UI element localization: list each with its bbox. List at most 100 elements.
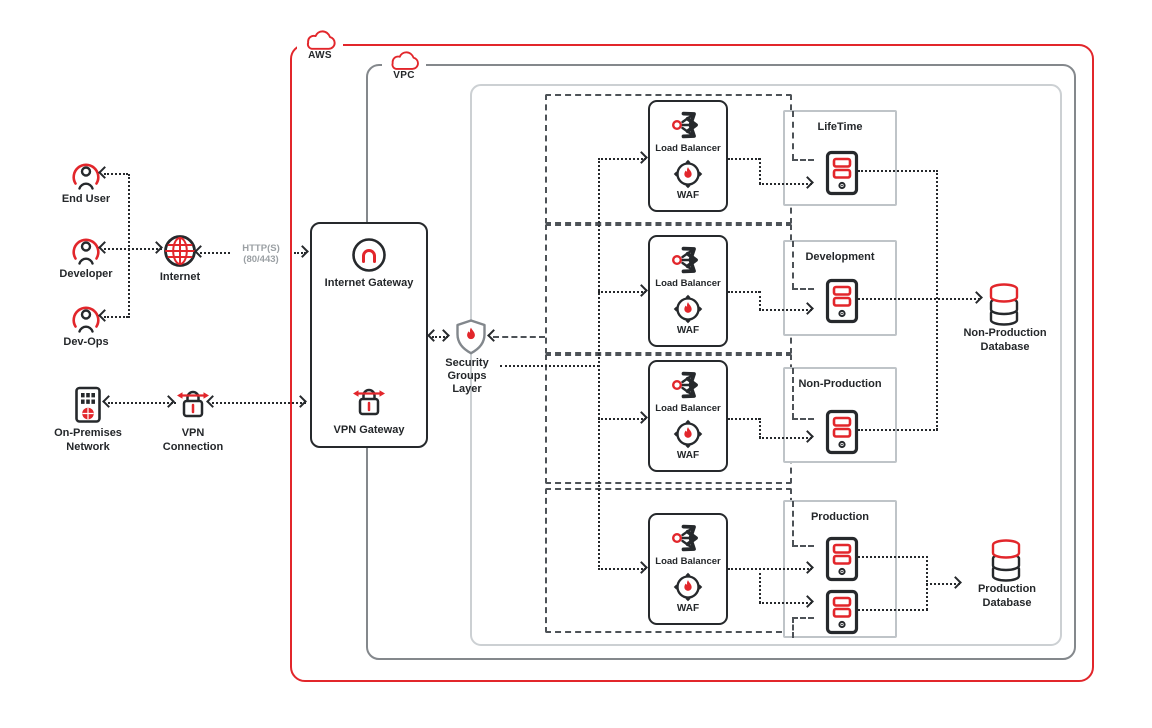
- on-premises-icon: [75, 386, 101, 423]
- connector-line: [858, 170, 938, 172]
- load-balancer-waf-box-1: Load Balancer WAF: [648, 100, 728, 212]
- connector-line: [598, 418, 646, 420]
- connector-line: [858, 429, 938, 431]
- connector-line: [598, 568, 646, 570]
- load-balancer-icon: [672, 371, 698, 399]
- connector-line: [104, 316, 128, 318]
- developer-icon: [72, 238, 100, 265]
- tier-edge-connector: [792, 368, 794, 419]
- internet-gateway-label: Internet Gateway: [324, 277, 414, 289]
- load-balancer-waf-box-3: Load Balancer WAF: [648, 360, 728, 472]
- connector-line: [728, 568, 812, 570]
- production-database-icon: [991, 539, 1021, 582]
- connector-line: [728, 418, 760, 420]
- subnet-boundary: [470, 84, 1062, 646]
- env-title: LifeTime: [817, 121, 863, 133]
- aws-cloud-boundary: [290, 44, 1094, 682]
- connector-line: [858, 609, 928, 611]
- production-database-label: Production Database: [955, 582, 1059, 610]
- vpn-connection-icon: [177, 390, 209, 418]
- connector-line: [294, 252, 306, 254]
- aws-label: AWS: [297, 30, 343, 61]
- load-balancer-label: Load Balancer: [655, 556, 721, 567]
- waf-icon: [673, 159, 703, 189]
- server-icon: [825, 150, 859, 196]
- vpn-connection-label-line2: Connection: [162, 441, 224, 453]
- server-icon: [825, 409, 859, 455]
- cloud-icon: [391, 51, 419, 70]
- connector-line: [728, 291, 760, 293]
- tier-edge-connector: [792, 418, 814, 420]
- internet-label: Internet: [159, 271, 201, 283]
- connector-line: [104, 173, 128, 175]
- tier-edge-connector: [792, 111, 794, 160]
- db-label-line1: Production: [977, 583, 1037, 595]
- env-title: Production: [810, 511, 870, 523]
- connector-line: [128, 174, 130, 318]
- on-premises-label-line1: On-Premises: [54, 427, 122, 439]
- connector-line: [432, 336, 448, 338]
- end-user-label: End User: [61, 193, 111, 205]
- load-balancer-waf-box-2: Load Balancer WAF: [648, 235, 728, 347]
- connector-line: [936, 170, 938, 430]
- dev-ops-label: Dev-Ops: [63, 336, 109, 348]
- connector-arrowhead: [162, 395, 175, 408]
- waf-label: WAF: [676, 190, 700, 201]
- connector-arrowhead: [102, 395, 115, 408]
- load-balancer-icon: [672, 524, 698, 552]
- connector-line: [759, 291, 761, 310]
- connector-line: [759, 309, 812, 311]
- waf-icon: [673, 294, 703, 324]
- waf-icon: [673, 419, 703, 449]
- connector-line: [759, 568, 761, 603]
- connector-line: [200, 252, 230, 254]
- dev-ops-icon: [72, 306, 100, 333]
- env-box-lifetime: LifeTime: [783, 110, 897, 206]
- tier-edge-connector: [792, 501, 794, 546]
- cloud-icon: [306, 30, 336, 50]
- env-box-non-production: Non-Production: [783, 367, 897, 463]
- load-balancer-waf-box-4: Load Balancer WAF: [648, 513, 728, 625]
- env-title: Non-Production: [798, 378, 882, 390]
- vpn-gateway-label: VPN Gateway: [333, 424, 405, 436]
- on-premises-label-line2: Network: [66, 441, 110, 453]
- connector-line: [926, 583, 960, 585]
- waf-label: WAF: [676, 603, 700, 614]
- connector-line: [759, 183, 812, 185]
- connector-line: [212, 402, 306, 404]
- on-premises-label: On-Premises Network: [38, 426, 138, 454]
- connector-line: [598, 291, 646, 293]
- http-annotation-line1: HTTP(S): [242, 243, 280, 254]
- connector-line: [759, 437, 812, 439]
- vpc-label: VPC: [382, 51, 426, 81]
- vpc-label-text: VPC: [393, 70, 415, 81]
- tier-edge-connector: [792, 241, 794, 289]
- security-groups-layer-label: Security Groups Layer: [429, 357, 505, 396]
- security-groups-label-line3: Layer: [452, 383, 482, 395]
- vpn-connection-label: VPN Connection: [143, 426, 243, 454]
- server-icon: [825, 589, 859, 635]
- connector-line: [598, 158, 600, 570]
- internet-gateway-icon: [352, 238, 386, 272]
- tier-edge-connector: [792, 617, 814, 619]
- http-annotation-line2: (80/443): [243, 254, 279, 265]
- connector-line: [500, 365, 599, 367]
- connector-line: [598, 158, 646, 160]
- connector-arrowhead: [150, 241, 163, 254]
- tier-edge-connector: [792, 159, 814, 161]
- connector-line: [493, 336, 545, 338]
- connector-line: [759, 418, 761, 438]
- connector-line: [108, 402, 176, 404]
- tier-edge-connector: [792, 617, 794, 638]
- env-title: Development: [805, 251, 875, 263]
- waf-label: WAF: [676, 325, 700, 336]
- gateway-box: Internet Gateway VPN Gateway: [310, 222, 428, 448]
- vpn-gateway-icon: [353, 388, 385, 416]
- server-icon: [825, 536, 859, 582]
- connector-line: [759, 602, 812, 604]
- waf-icon: [673, 572, 703, 602]
- load-balancer-label: Load Balancer: [655, 403, 721, 414]
- connector-line: [759, 158, 761, 184]
- connector-line: [728, 158, 760, 160]
